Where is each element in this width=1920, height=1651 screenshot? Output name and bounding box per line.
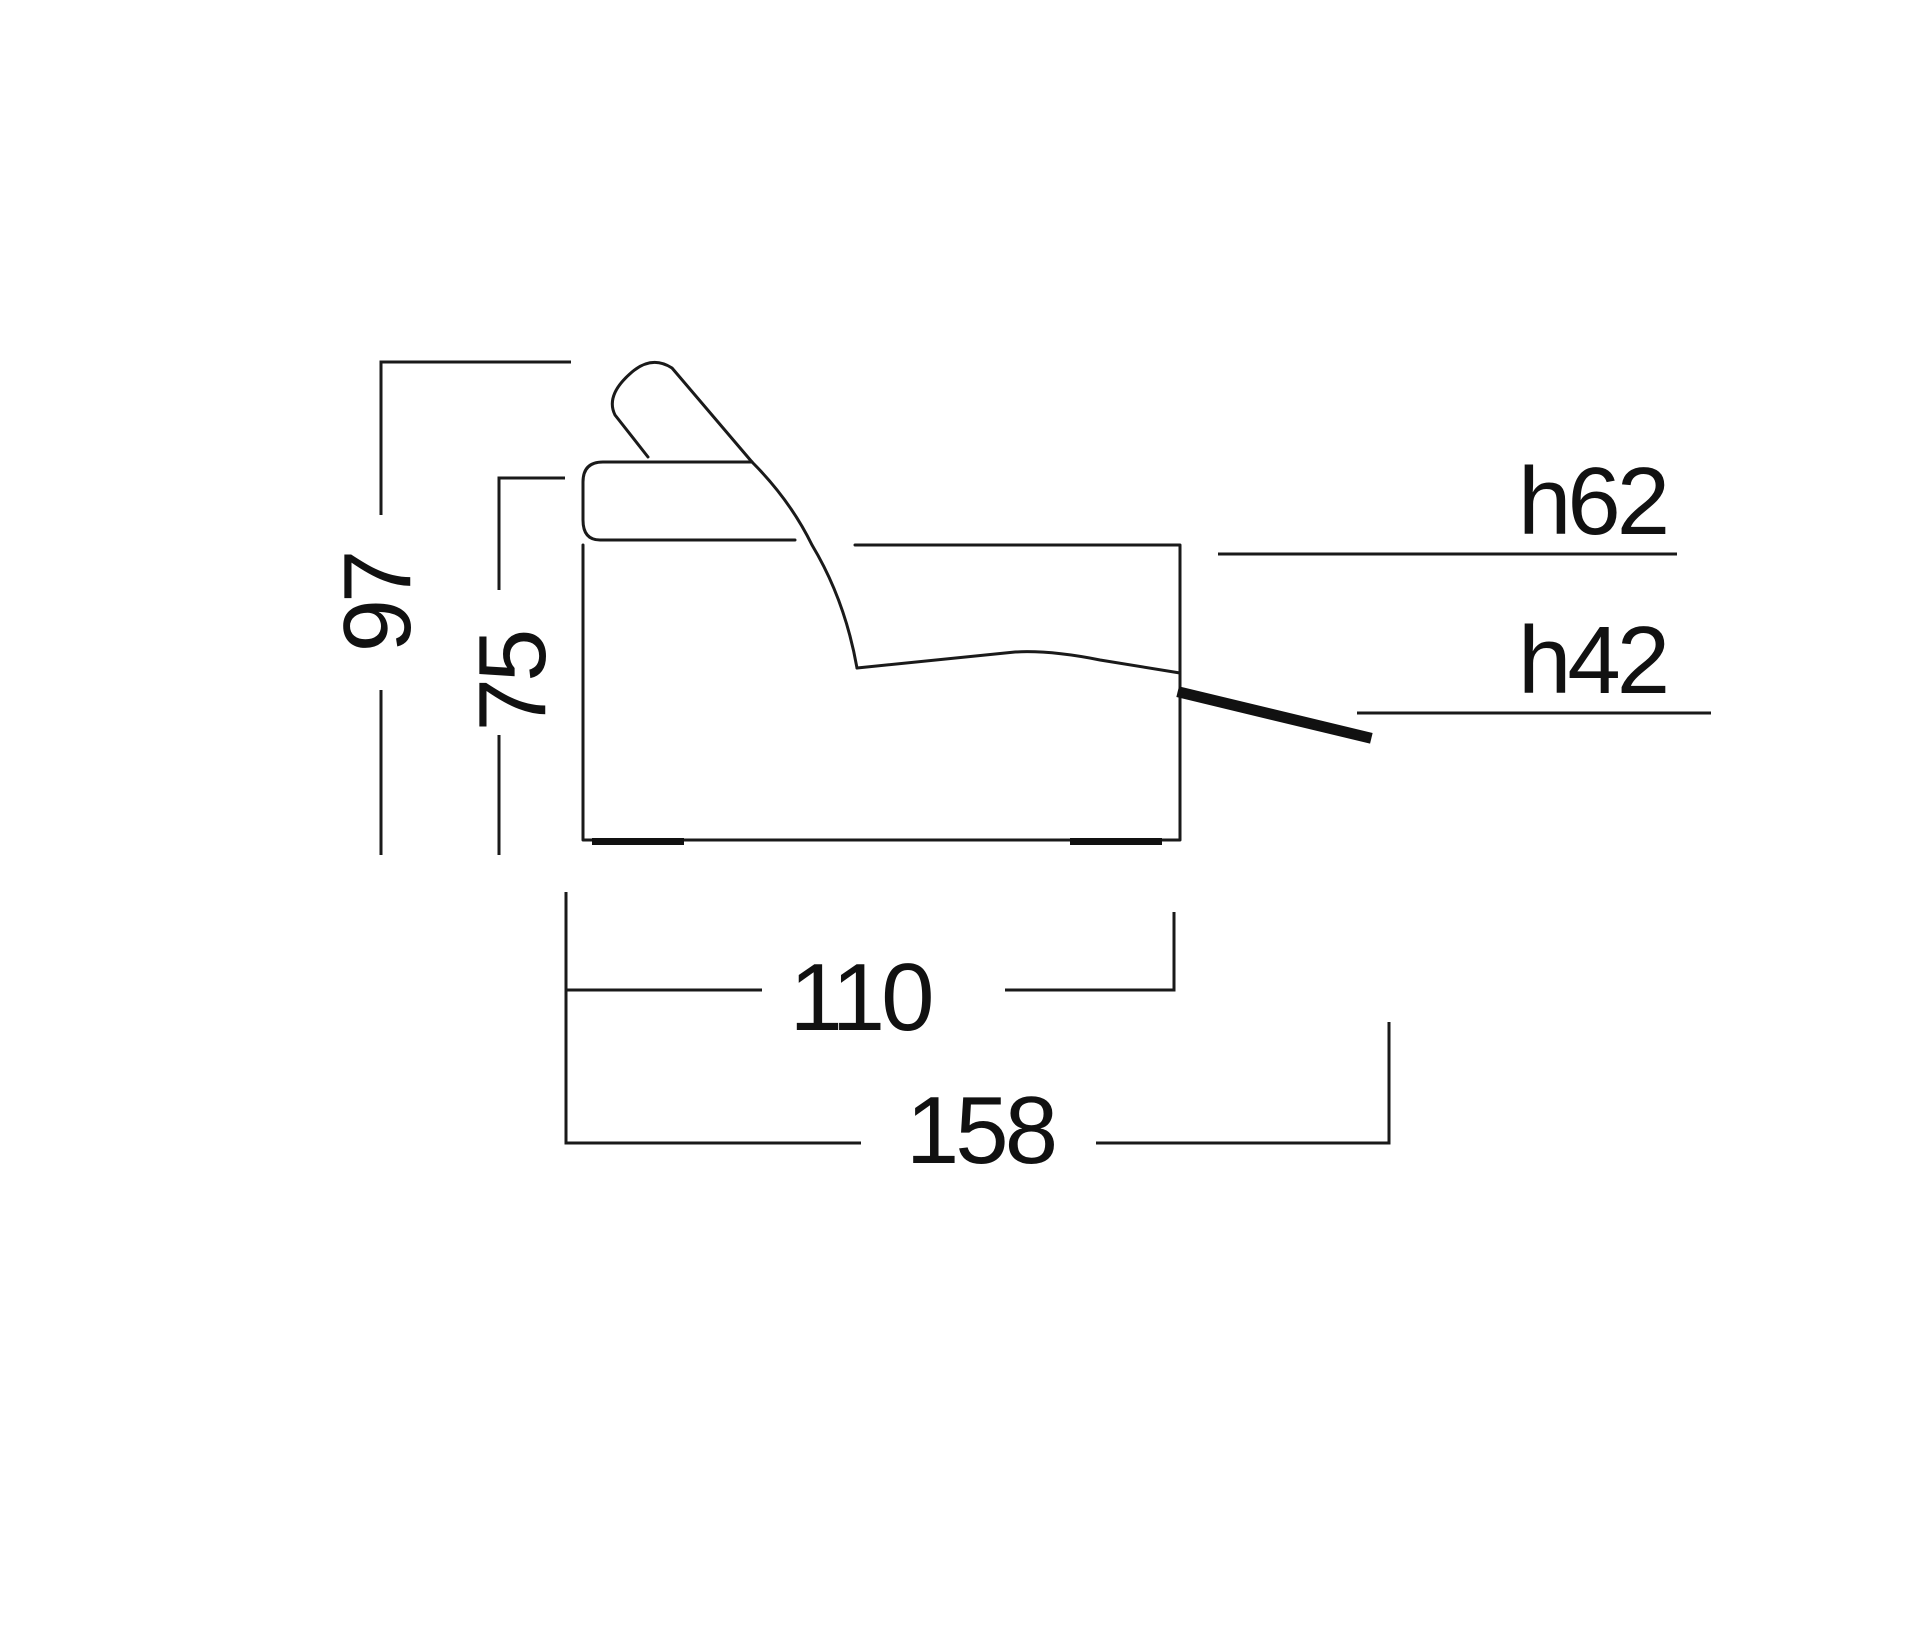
dim-total-height-bracket xyxy=(379,360,571,515)
dim-depth-open-label: 158 xyxy=(906,1077,1055,1184)
dim-depth-closed-left xyxy=(564,892,762,992)
sofa-base xyxy=(581,543,1182,842)
dim-total-height-label: 97 xyxy=(324,554,431,653)
foot-back xyxy=(1070,838,1162,845)
dim-depth-open-right xyxy=(1096,1022,1391,1145)
dim-depth-open: 158 xyxy=(564,990,1391,1184)
dim-depth-closed: 110 xyxy=(564,892,1176,1051)
dim-depth-closed-right xyxy=(1005,912,1176,992)
backrest-curve xyxy=(750,460,859,670)
dim-seat-height: h42 xyxy=(1357,607,1711,715)
headrest xyxy=(610,360,754,464)
dim-total-height: 97 xyxy=(324,360,571,855)
sofa-side-profile xyxy=(581,360,1182,845)
seat-surface xyxy=(855,650,1182,675)
footrest-extended xyxy=(1176,686,1373,744)
dim-depth-closed-label: 110 xyxy=(789,944,931,1051)
dim-backrest-height-label: h62 xyxy=(1518,448,1666,555)
dim-arm-height-label: 75 xyxy=(459,632,566,731)
arm-cushion xyxy=(581,460,797,542)
dim-backrest-height: h62 xyxy=(1218,448,1677,556)
foot-front xyxy=(592,838,684,845)
dim-arm-height-bracket xyxy=(497,476,565,590)
dim-depth-open-left xyxy=(564,990,861,1145)
dim-seat-height-label: h42 xyxy=(1518,607,1666,714)
dim-arm-height: 75 xyxy=(459,476,566,855)
